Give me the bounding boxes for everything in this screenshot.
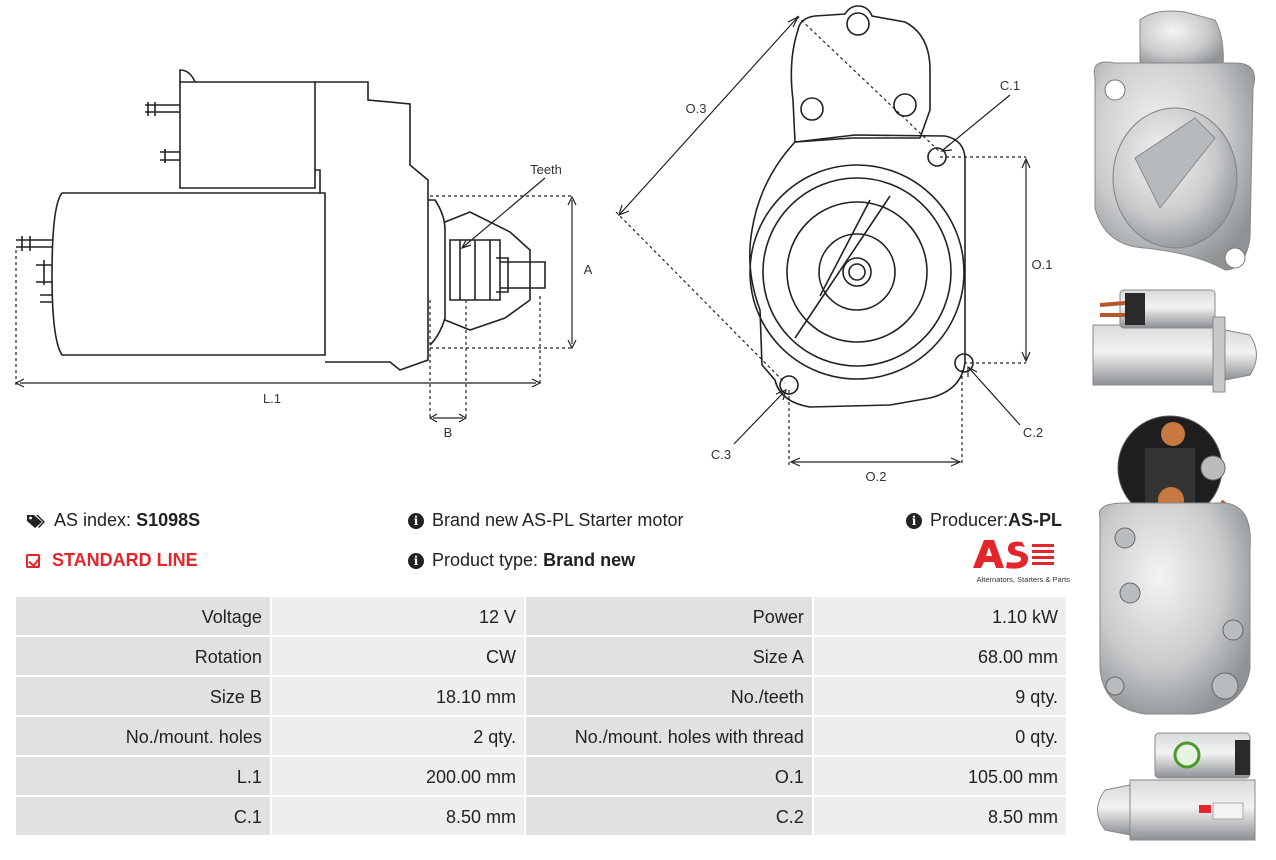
technical-drawing: Teeth A B L.1 O.3 C.1 (14, 5, 1053, 484)
side-view-dimensions (14, 177, 577, 423)
spec-value: 9 qty. (813, 677, 1066, 715)
producer-row: i Producer: AS-PL (906, 510, 1062, 531)
table-row: Voltage 12 V Power 1.10 kW (16, 597, 1066, 635)
info-icon: i (408, 512, 424, 529)
as-index-label: AS index: (54, 510, 132, 530)
product-photo-side[interactable] (1085, 285, 1265, 400)
spec-label: C.1 (16, 797, 270, 835)
tags-icon (27, 514, 45, 528)
spec-label: Voltage (16, 597, 270, 635)
producer-value: AS-PL (1008, 510, 1063, 530)
spec-value: 12 V (271, 597, 524, 635)
spec-label: No./teeth (525, 677, 812, 715)
label-teeth: Teeth (530, 162, 562, 177)
as-index-row: AS index: S1098S (26, 510, 200, 531)
spec-value: CW (271, 637, 524, 675)
spec-label: Power (525, 597, 812, 635)
product-type-label: Product type: (432, 550, 539, 570)
label-c1: C.1 (1000, 78, 1020, 93)
product-type-value: Brand new (543, 550, 636, 570)
spec-value: 8.50 mm (271, 797, 524, 835)
as-pl-logo[interactable]: Alternators, Starters & Parts (962, 538, 1070, 584)
label-c3: C.3 (711, 447, 731, 462)
front-view-outline (748, 5, 974, 408)
label-o3: O.3 (686, 101, 707, 116)
label-o1: O.1 (1032, 257, 1053, 272)
label-b: B (444, 425, 453, 440)
spec-value: 8.50 mm (813, 797, 1066, 835)
product-photo-rear[interactable] (1085, 408, 1265, 718)
label-o2: O.2 (866, 469, 887, 484)
table-row: No./mount. holes 2 qty. No./mount. holes… (16, 717, 1066, 755)
spec-value: 0 qty. (813, 717, 1066, 755)
front-view-dimensions (615, 15, 1031, 467)
as-index-value: S1098S (136, 510, 201, 530)
spec-label: No./mount. holes with thread (525, 717, 812, 755)
label-c2: C.2 (1023, 425, 1043, 440)
specs-table: Voltage 12 V Power 1.10 kW Rotation CW S… (14, 595, 1068, 837)
info-icon: i (408, 552, 424, 569)
table-row: C.1 8.50 mm C.2 8.50 mm (16, 797, 1066, 835)
product-type-row: i Product type: Brand new (408, 550, 635, 571)
spec-label: L.1 (16, 757, 270, 795)
logo-tagline: Alternators, Starters & Parts (976, 575, 1070, 584)
as-logo-icon (973, 540, 1054, 569)
product-photo-side-label[interactable] (1085, 725, 1265, 850)
standard-line-badge: STANDARD LINE (26, 550, 198, 571)
table-row: Size B 18.10 mm No./teeth 9 qty. (16, 677, 1066, 715)
product-photo-front[interactable] (1085, 8, 1265, 278)
spec-label: C.2 (525, 797, 812, 835)
description-row: i Brand new AS-PL Starter motor (408, 510, 683, 531)
spec-label: O.1 (525, 757, 812, 795)
spec-label: No./mount. holes (16, 717, 270, 755)
spec-value: 1.10 kW (813, 597, 1066, 635)
spec-label: Rotation (16, 637, 270, 675)
spec-value: 68.00 mm (813, 637, 1066, 675)
table-row: Rotation CW Size A 68.00 mm (16, 637, 1066, 675)
info-icon: i (906, 512, 922, 529)
spec-label: Size A (525, 637, 812, 675)
label-a: A (584, 262, 593, 277)
spec-value: 200.00 mm (271, 757, 524, 795)
spec-value: 2 qty. (271, 717, 524, 755)
description-text: Brand new AS-PL Starter motor (432, 510, 684, 530)
spec-value: 18.10 mm (271, 677, 524, 715)
standard-line-label: STANDARD LINE (52, 550, 198, 570)
checkbox-check-icon (26, 553, 40, 568)
spec-label: Size B (16, 677, 270, 715)
spec-value: 105.00 mm (813, 757, 1066, 795)
producer-label: Producer: (930, 510, 1009, 530)
table-row: L.1 200.00 mm O.1 105.00 mm (16, 757, 1066, 795)
side-view-outline (16, 69, 546, 371)
label-l1: L.1 (263, 391, 281, 406)
